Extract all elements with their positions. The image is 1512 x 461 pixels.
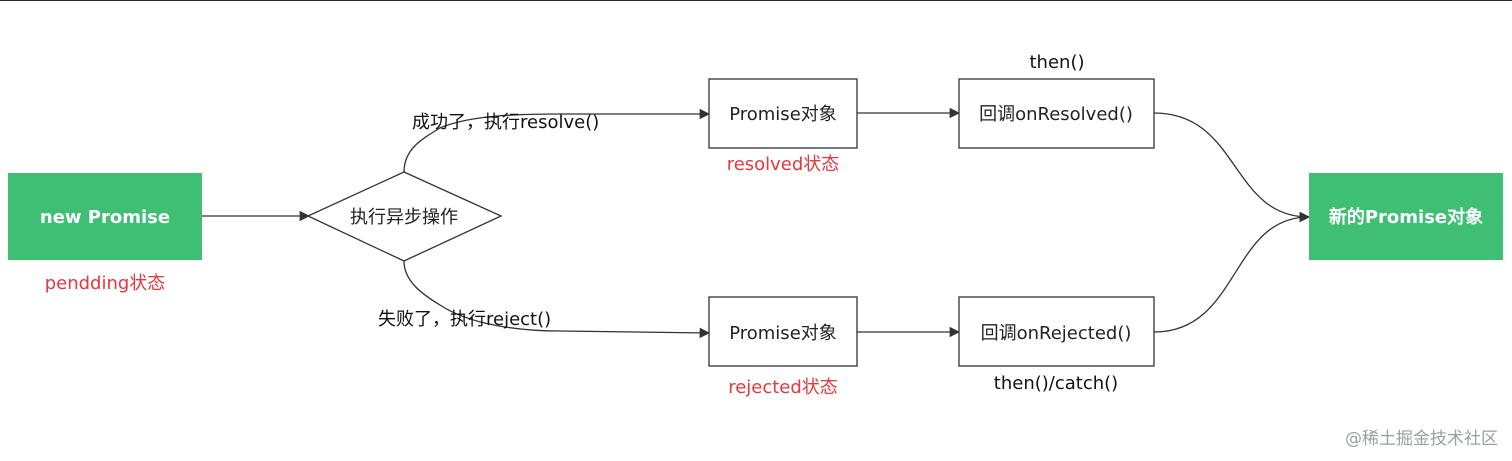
decision-node-label: 执行异步操作	[350, 207, 458, 228]
edge-label-success: 成功了，执行resolve()	[412, 112, 599, 133]
resolved-promise-node	[708, 78, 858, 149]
result-node-label: 新的Promise对象	[1329, 206, 1483, 228]
edge-decision-to-rejected	[403, 260, 711, 339]
edges	[202, 107, 1311, 339]
rejected-promise-label: Promise对象	[729, 323, 837, 344]
top-border-line	[0, 0, 1512, 1]
edge-label-failure: 失败了，执行reject()	[378, 309, 551, 330]
edge-onresolved-to-result	[1153, 112, 1311, 223]
watermark: @稀土掘金技术社区	[1345, 429, 1498, 449]
rejected-promise-node	[708, 296, 858, 367]
decision-node	[306, 171, 503, 262]
on-rejected-node	[958, 296, 1155, 367]
on-rejected-label: 回调onRejected()	[981, 323, 1132, 344]
start-state-label: pendding状态	[45, 273, 166, 294]
start-node-label: new Promise	[40, 207, 170, 228]
on-resolved-node	[958, 78, 1155, 149]
edge-decision-to-resolved	[403, 108, 711, 173]
resolved-state-label: resolved状态	[727, 154, 840, 175]
edge-onrejected-to-result	[1153, 211, 1311, 333]
result-node	[1309, 173, 1503, 260]
resolved-promise-label: Promise对象	[729, 104, 837, 125]
rejected-state-label: rejected状态	[728, 377, 838, 398]
then-catch-note: then()/catch()	[994, 373, 1118, 394]
then-note: then()	[1030, 52, 1085, 73]
start-node	[8, 173, 202, 260]
on-resolved-label: 回调onResolved()	[979, 104, 1133, 125]
